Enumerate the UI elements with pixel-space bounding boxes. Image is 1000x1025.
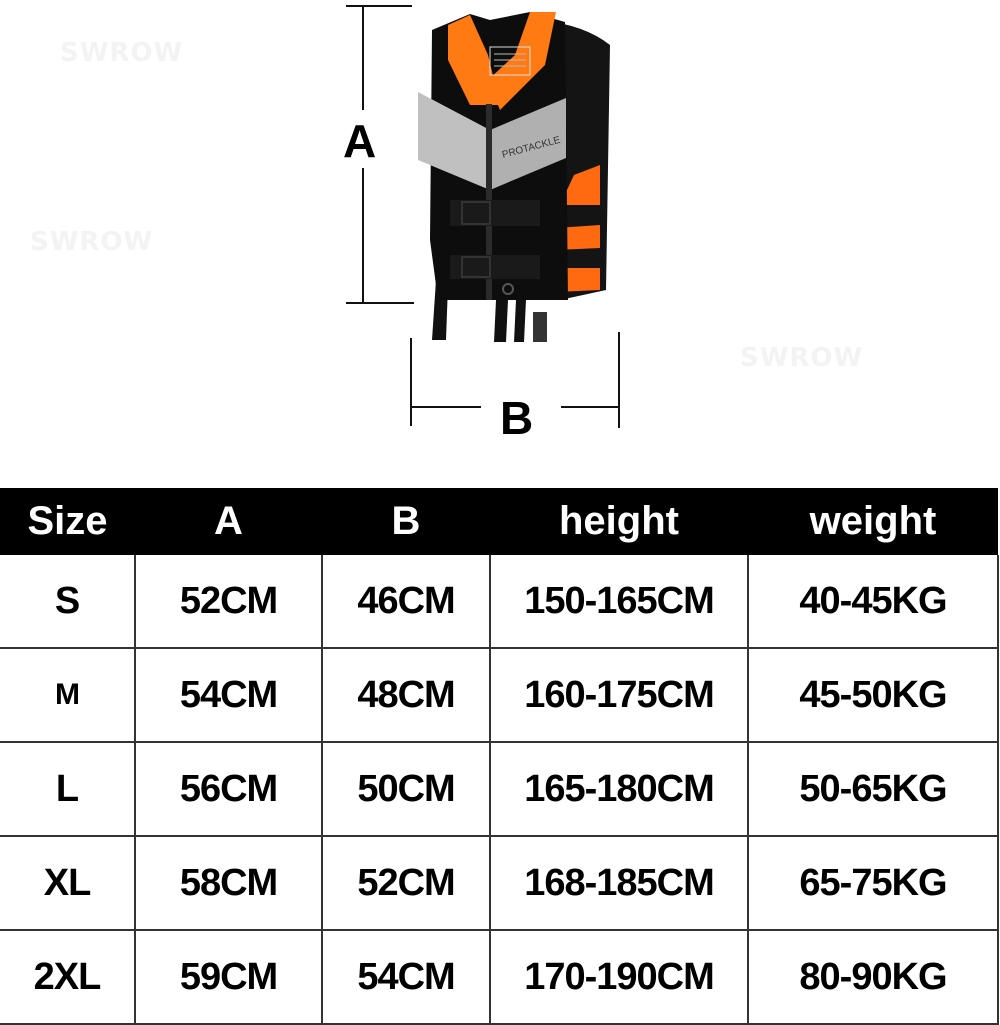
dimension-b-left-tick: [410, 338, 412, 426]
header-height: height: [490, 488, 748, 555]
watermark: SWROW: [30, 227, 154, 257]
table-header-row: Size A B height weight: [0, 488, 998, 555]
dimension-a-bottom-tick: [346, 302, 414, 304]
dimension-b-line-right: [561, 406, 619, 408]
cell-height: 150-165CM: [489, 555, 749, 649]
cell-height: 168-185CM: [489, 835, 749, 931]
cell-b: 46CM: [321, 555, 491, 649]
cell-size: 2XL: [0, 929, 136, 1025]
size-chart-table: Size A B height weight S 52CM 46CM 150-1…: [0, 488, 999, 1025]
cell-a: 52CM: [134, 555, 323, 649]
cell-a: 56CM: [134, 741, 323, 837]
dimension-b-right-tick: [618, 332, 620, 428]
table-row: S 52CM 46CM 150-165CM 40-45KG: [0, 555, 999, 649]
cell-size: S: [0, 555, 136, 649]
cell-b: 48CM: [321, 647, 491, 743]
cell-a: 54CM: [134, 647, 323, 743]
cell-b: 54CM: [321, 929, 491, 1025]
header-b: B: [322, 488, 490, 555]
header-a: A: [135, 488, 322, 555]
dimension-a-top-tick: [346, 5, 412, 7]
watermark: SWROW: [740, 343, 864, 373]
cell-size: XL: [0, 835, 136, 931]
dimension-a-line-lower: [362, 168, 364, 303]
header-weight: weight: [748, 488, 998, 555]
cell-height: 165-180CM: [489, 741, 749, 837]
cell-b: 52CM: [321, 835, 491, 931]
cell-height: 170-190CM: [489, 929, 749, 1025]
life-vest-image: PROTACKLE: [418, 12, 610, 342]
cell-weight: 50-65KG: [747, 741, 999, 837]
cell-b: 50CM: [321, 741, 491, 837]
cell-size: M: [0, 647, 136, 743]
cell-a: 58CM: [134, 835, 323, 931]
cell-weight: 45-50KG: [747, 647, 999, 743]
table-row: XL 58CM 52CM 168-185CM 65-75KG: [0, 835, 999, 931]
cell-height: 160-175CM: [489, 647, 749, 743]
table-row: L 56CM 50CM 165-180CM 50-65KG: [0, 741, 999, 837]
watermark: SWROW: [60, 38, 184, 68]
dimension-a-label: A: [343, 115, 377, 167]
cell-weight: 40-45KG: [747, 555, 999, 649]
table-row: M 54CM 48CM 160-175CM 45-50KG: [0, 647, 999, 743]
table-row: 2XL 59CM 54CM 170-190CM 80-90KG: [0, 929, 999, 1025]
cell-weight: 65-75KG: [747, 835, 999, 931]
cell-size: L: [0, 741, 136, 837]
dimension-b-line-left: [411, 406, 481, 408]
cell-a: 59CM: [134, 929, 323, 1025]
cell-weight: 80-90KG: [747, 929, 999, 1025]
dimension-a-line-upper: [362, 5, 364, 110]
dimension-b-label: B: [500, 392, 534, 444]
header-size: Size: [0, 488, 135, 555]
